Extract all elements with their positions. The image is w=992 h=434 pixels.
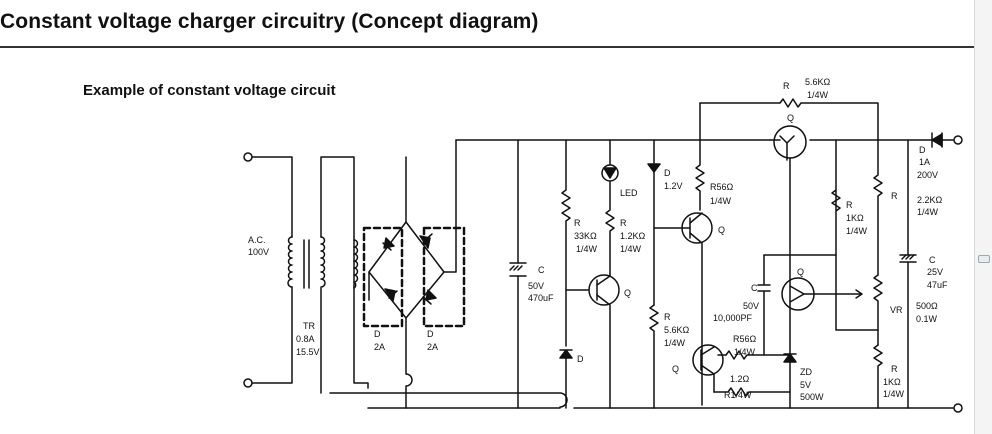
transistor-q-right bbox=[763, 139, 879, 331]
label-r56-low-watt: 1/4W bbox=[734, 347, 756, 357]
label-q-left: Q bbox=[624, 288, 631, 298]
label-r-1r2: 1.2Ω bbox=[730, 374, 750, 384]
label-q-mid: Q bbox=[718, 225, 725, 235]
label-c-out-voltage: 25V bbox=[927, 267, 943, 277]
label-ac: A.C. bbox=[248, 235, 266, 245]
output-stage bbox=[899, 132, 963, 409]
right-resistor-chain bbox=[873, 139, 883, 409]
main-filter-capacitor bbox=[509, 139, 527, 409]
label-c-main: C bbox=[538, 265, 545, 275]
label-vr-watt: 0.1W bbox=[916, 314, 938, 324]
resistor-33k bbox=[559, 139, 589, 409]
label-r-1k2: R bbox=[620, 218, 627, 228]
transformer bbox=[287, 156, 369, 394]
label-r-5k6-top-value: 5.6KΩ bbox=[805, 77, 831, 87]
label-r56-top: R56Ω bbox=[710, 182, 734, 192]
label-c-small-voltage: 50V bbox=[743, 301, 759, 311]
label-r-2k2-watt: 1/4W bbox=[917, 207, 939, 217]
label-zd-watt: 500W bbox=[800, 392, 824, 402]
label-tr-voltage: 15.5V bbox=[296, 347, 320, 357]
label-r-5k6-low-watt: 1/4W bbox=[664, 338, 686, 348]
label-d2-current: 2A bbox=[427, 342, 438, 352]
label-r-1k-a: R bbox=[846, 200, 853, 210]
label-r-33k: R bbox=[574, 218, 581, 228]
ground-rail bbox=[329, 392, 963, 413]
label-r-1k2-value: 1.2KΩ bbox=[620, 231, 646, 241]
label-zd-voltage: 5V bbox=[800, 380, 811, 390]
label-d-low: D bbox=[577, 354, 584, 364]
page-title: Constant voltage charger circuitry (Conc… bbox=[0, 10, 539, 33]
window-right-edge bbox=[974, 0, 992, 434]
label-c-small: C bbox=[751, 283, 758, 293]
label-r-33k-watt: 1/4W bbox=[576, 244, 598, 254]
title-divider bbox=[0, 46, 974, 48]
label-zd: ZD bbox=[800, 367, 812, 377]
label-r-5k6-top: R bbox=[783, 81, 790, 91]
label-r-5k6-top-watt: 1/4W bbox=[807, 90, 829, 100]
scroll-handle[interactable] bbox=[978, 255, 990, 263]
transistor-q-low bbox=[692, 344, 791, 397]
label-d1-current: 2A bbox=[374, 342, 385, 352]
label-r-1k-b: R bbox=[891, 364, 898, 374]
label-vr: VR bbox=[890, 305, 903, 315]
label-c-main-voltage: 50V bbox=[528, 281, 544, 291]
label-d2: D bbox=[427, 329, 434, 339]
label-r-5k6-low-value: 5.6KΩ bbox=[664, 325, 690, 335]
label-d-1v2: D bbox=[664, 168, 671, 178]
label-c-main-capacitance: 470uF bbox=[528, 293, 554, 303]
label-q-top: Q bbox=[787, 113, 794, 123]
label-d-out-voltage: 200V bbox=[917, 170, 938, 180]
component-labels: A.C. 100V TR 0.8A 15.5V D 2A D 2A C 50V … bbox=[248, 77, 948, 402]
label-c-out-capacitance: 47uF bbox=[927, 280, 948, 290]
label-r-1k-b-watt: 1/4W bbox=[883, 389, 905, 399]
label-r-1k-a-value: 1KΩ bbox=[846, 213, 864, 223]
label-r-5k6-low: R bbox=[664, 312, 671, 322]
label-led: LED bbox=[620, 188, 638, 198]
label-d-1v2-voltage: 1.2V bbox=[664, 181, 683, 191]
label-c-small-capacitance: 10,000PF bbox=[713, 313, 753, 323]
label-vr-value: 500Ω bbox=[916, 301, 938, 311]
transistor-q-left bbox=[588, 273, 620, 409]
diode-1v2 bbox=[647, 139, 661, 409]
label-tr: TR bbox=[303, 321, 315, 331]
label-r56-top-watt: 1/4W bbox=[710, 196, 732, 206]
ac-input-terminals bbox=[243, 152, 293, 388]
label-r-33k-value: 33KΩ bbox=[574, 231, 597, 241]
label-q-right: Q bbox=[797, 267, 804, 277]
section-subtitle: Example of constant voltage circuit bbox=[83, 82, 336, 99]
transistor-q-mid bbox=[653, 102, 713, 406]
label-r-2k2: R bbox=[891, 191, 898, 201]
label-q-low: Q bbox=[672, 364, 679, 374]
zener-diode bbox=[783, 254, 797, 409]
label-r-1k2-watt: 1/4W bbox=[620, 244, 642, 254]
label-r-1k-b-value: 1KΩ bbox=[883, 377, 901, 387]
led-branch bbox=[601, 139, 619, 275]
label-d-out-current: 1A bbox=[919, 157, 930, 167]
label-r-2k2-value: 2.2KΩ bbox=[917, 195, 943, 205]
bridge-rectifier bbox=[362, 139, 466, 409]
transistor-q-top bbox=[699, 98, 879, 256]
label-r-1r2-watt: R1/4W bbox=[724, 390, 752, 400]
label-ac-voltage: 100V bbox=[248, 247, 269, 257]
label-tr-current: 0.8A bbox=[296, 334, 315, 344]
label-r56-low: R56Ω bbox=[733, 334, 757, 344]
label-d-out: D bbox=[919, 145, 926, 155]
label-c-out: C bbox=[929, 255, 936, 265]
label-d1: D bbox=[374, 329, 381, 339]
label-r-1k-a-watt: 1/4W bbox=[846, 226, 868, 236]
